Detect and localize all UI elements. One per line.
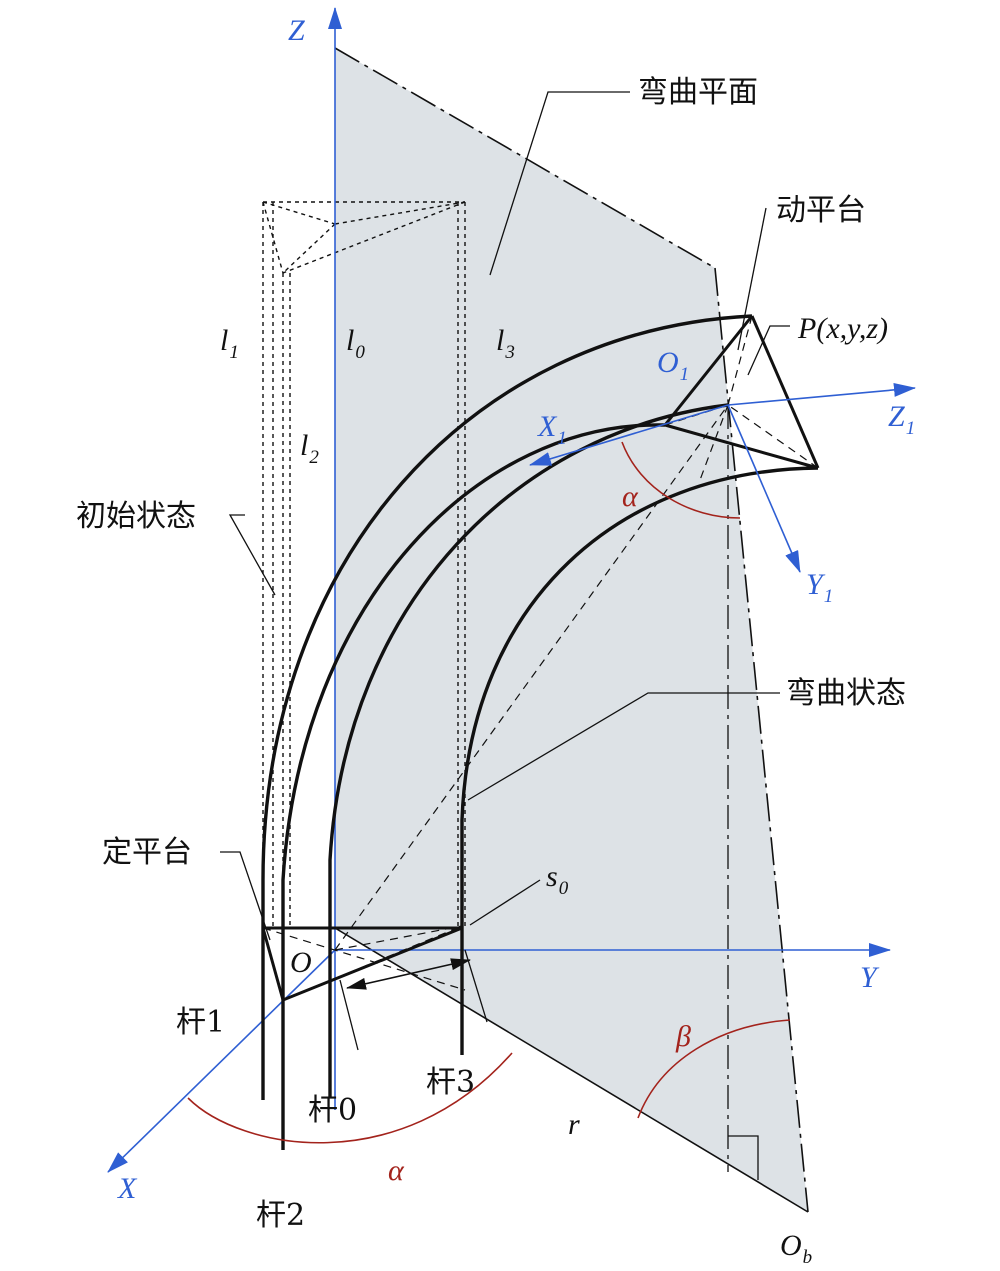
symbol-s0: s0: [546, 860, 569, 899]
label-rod0: 杆0: [308, 1093, 357, 1128]
x-axis: [107, 949, 336, 1173]
bent-rods: [261, 314, 819, 1150]
symbol-O1: O1: [657, 346, 689, 385]
bending-plane-top-edge: [334, 47, 716, 269]
alpha-arc-top: [621, 441, 741, 519]
leader-rod0: [339, 979, 359, 1051]
symbol-P: P(x,y,z): [797, 312, 888, 345]
symbol-l1: l1: [220, 324, 239, 363]
base-dashed-line-2: [334, 925, 463, 951]
y1-axis: [727, 404, 801, 573]
leader-moving-platform: [737, 207, 767, 351]
leader-bending-plane: [489, 91, 630, 276]
bending-plane: [335, 48, 808, 1212]
symbol-Z: Z: [288, 14, 305, 47]
symbol-alpha-top: α: [622, 480, 639, 513]
symbol-beta: β: [675, 1020, 691, 1053]
alpha-arc-bottom: [187, 1052, 513, 1144]
symbol-alpha-bottom: α: [388, 1154, 405, 1187]
bent-rod-2: [281, 423, 666, 1150]
leader-bending-state: [467, 692, 780, 801]
symbol-l3: l3: [496, 324, 515, 363]
leader-initial-state: [228, 514, 276, 596]
symbol-X1: X1: [537, 410, 567, 449]
label-rod1: 杆1: [176, 1005, 225, 1040]
symbol-X: X: [117, 1172, 138, 1205]
bent-rod-0: [328, 403, 729, 1098]
symbol-Y: Y: [860, 961, 880, 994]
leader-p: [747, 325, 790, 376]
s0-arrow: [346, 958, 471, 990]
label-bending-state: 弯曲状态: [786, 676, 906, 711]
symbol-l2: l2: [300, 429, 319, 468]
x1-axis: [529, 404, 729, 466]
symbol-Y1: Y1: [806, 568, 833, 607]
beta-arc: [637, 1019, 791, 1119]
label-rod3: 杆3: [426, 1065, 475, 1100]
label-bending-plane: 弯曲平面: [638, 75, 758, 110]
bending-plane-right-edge: [714, 267, 809, 1213]
symbol-O: O: [290, 946, 312, 979]
bent-rod-1: [261, 314, 753, 1100]
leader-lines: [220, 91, 790, 1051]
z1-axis: [727, 382, 916, 406]
bent-rod-3: [460, 466, 819, 1055]
symbol-Ob: Ob: [780, 1229, 812, 1268]
leader-fixed-platform: [220, 851, 271, 941]
right-angle-marker: [728, 1135, 759, 1180]
label-rod2: 杆2: [256, 1198, 305, 1233]
label-fixed-platform: 定平台: [102, 835, 192, 870]
symbol-Z1: Z1: [888, 400, 915, 439]
leader-rod3: [464, 949, 488, 1023]
symbol-l0: l0: [346, 324, 365, 363]
label-initial-state: 初始状态: [76, 499, 196, 534]
leader-s0: [469, 879, 541, 926]
symbol-r: r: [568, 1108, 580, 1141]
label-moving-platform: 动平台: [776, 193, 866, 228]
